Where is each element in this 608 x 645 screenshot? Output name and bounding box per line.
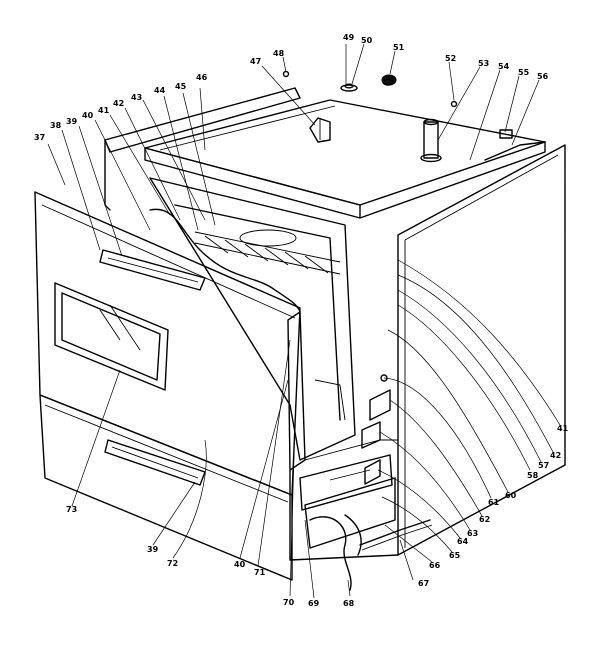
rear-rail-56: [484, 141, 546, 161]
callout-40: 40: [82, 111, 94, 120]
callout-38: 38: [50, 121, 62, 130]
callout-55: 55: [518, 68, 530, 77]
door-window: [54, 282, 169, 391]
callout-39: 39: [66, 117, 78, 126]
callout-45: 45: [175, 82, 187, 91]
side-bracket-brackets: [361, 374, 391, 485]
screw-fastener-48: [282, 70, 290, 78]
screw-52: [450, 100, 458, 108]
hinge-bracket-55: [499, 129, 513, 139]
backguard-strip: [104, 87, 301, 211]
callout-51: 51: [393, 43, 405, 52]
callout-42: 42: [113, 99, 124, 108]
right-side-panel: [397, 144, 566, 556]
callout-41: 41: [98, 106, 110, 115]
callout-73: 73: [66, 505, 77, 514]
callout-46: 46: [196, 73, 208, 82]
callout-62: 62: [479, 515, 490, 524]
callout-65: 65: [449, 551, 461, 560]
callout-53: 53: [478, 59, 489, 68]
callout-47: 47: [250, 57, 261, 66]
callout-60: 60: [505, 491, 517, 500]
oven-cavity: [149, 177, 356, 461]
callout-50: 50: [361, 36, 373, 45]
burner-valve-bracket: [309, 117, 331, 143]
burner-cap-50: [340, 83, 358, 92]
front-frame: [287, 311, 399, 561]
leader-lines: [47, 43, 561, 599]
callout-70: 70: [283, 598, 295, 607]
callout-numbers: 37 38 39 40 41 42 43 44 45 46 47 48 49 5…: [34, 33, 569, 608]
callout-72: 72: [167, 559, 178, 568]
callout-57: 57: [538, 461, 549, 470]
callout-69: 69: [308, 599, 320, 608]
callout-43: 43: [131, 93, 142, 102]
callout-64: 64: [457, 537, 469, 546]
callout-40-lower: 40: [234, 560, 246, 569]
vent-tube-53: [420, 118, 442, 163]
callout-58: 58: [527, 471, 539, 480]
broiler-drawer: [39, 394, 293, 581]
callout-67: 67: [418, 579, 429, 588]
callout-37: 37: [34, 133, 45, 142]
broiler-pan-bracket: [299, 454, 396, 591]
callout-68: 68: [343, 599, 355, 608]
callout-52: 52: [445, 54, 456, 63]
callout-63: 63: [467, 529, 478, 538]
cooktop-panel: [144, 99, 546, 219]
callout-61: 61: [488, 498, 500, 507]
callout-42-right: 42: [550, 451, 561, 460]
callout-71: 71: [254, 568, 266, 577]
drawer-handle: [104, 439, 206, 486]
callout-66: 66: [429, 561, 441, 570]
callout-44: 44: [154, 86, 166, 95]
callout-54: 54: [498, 62, 510, 71]
callout-39-lower: 39: [147, 545, 159, 554]
callout-49: 49: [343, 33, 355, 42]
broiler-element: [359, 519, 433, 551]
door-handle: [99, 249, 206, 291]
callout-41-right: 41: [557, 424, 569, 433]
callout-56: 56: [537, 72, 549, 81]
callout-48: 48: [273, 49, 285, 58]
knob-51: [381, 74, 397, 86]
